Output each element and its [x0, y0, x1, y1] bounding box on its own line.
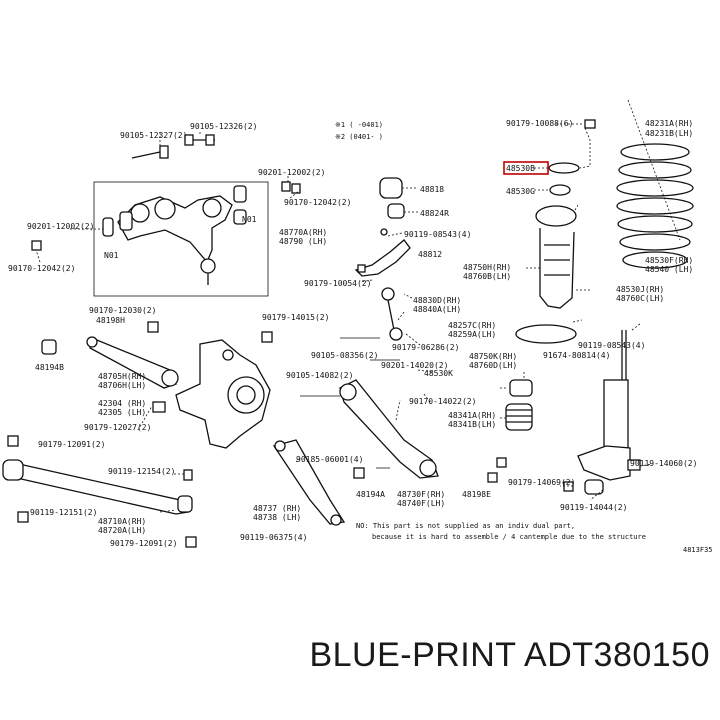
label-90170-14022: 90170-14022(2) [409, 397, 476, 406]
label-n01-a: N01 [242, 215, 257, 224]
label-48530b: 48530B [506, 164, 535, 173]
label-48341b: 48341B(LH) [448, 420, 496, 429]
label-48720a: 48720A(LH) [98, 526, 146, 535]
label-48341a: 48341A(RH) [448, 411, 496, 420]
label-91674-80814: 91674-80814(4) [543, 351, 610, 360]
label-42304: 42304 (RH) [98, 399, 146, 408]
label-48737: 48737 (RH) [253, 504, 301, 513]
label-48760b: 48760B(LH) [463, 272, 511, 281]
label-48830d: 48830D(RH) [413, 296, 461, 305]
label-90170-12030: 90170-12030(2) [89, 306, 156, 315]
label-90119-14044: 90119-14044(2) [560, 503, 627, 512]
label-90201-12002-a: 90201-12002(2) [258, 168, 325, 177]
lower-arms-drawing [2, 321, 507, 548]
highlight-box-48530b [503, 161, 549, 175]
upper-arm-bolts [31, 132, 301, 263]
label-90201-12002-b: 90201-12002(2) [27, 222, 94, 231]
note-line-2: because it is hard to assemble / 4 cante… [372, 533, 646, 541]
label-90170-12042-a: 90170-12042(2) [8, 264, 75, 273]
knuckle-drawing [175, 331, 273, 449]
label-48738: 48738 (LH) [253, 513, 301, 522]
label-90105-14082: 90105-14082(2) [286, 371, 353, 380]
note-line-1: NO: This part is not supplied as an indi… [356, 522, 575, 530]
strut-mount-drawing [515, 119, 596, 344]
label-48231b: 48231B(LH) [645, 129, 693, 138]
label-90105-08356: 90105-08356(2) [311, 351, 378, 360]
label-48730f: 48730F(RH) [397, 490, 445, 499]
label-90179-14015: 90179-14015(2) [262, 313, 329, 322]
label-90119-12154: 90119-12154(2) [108, 467, 175, 476]
upper-arm-group-box [93, 181, 269, 297]
shock-absorber-drawing [560, 323, 653, 501]
label-90119-14060: 90119-14060(2) [630, 459, 697, 468]
label-48231a: 48231A(RH) [645, 119, 693, 128]
label-90105-12327: 90105-12327(2) [120, 131, 187, 140]
label-90170-12042-b: 90170-12042(2) [284, 198, 351, 207]
stabilizer-drawing [354, 177, 418, 341]
label-90119-08543-b: 90119-08543(4) [578, 341, 645, 350]
label-90201-14020: 90201-14020(2) [381, 361, 448, 370]
label-48812: 48812 [418, 250, 442, 259]
label-48750k: 48750K(RH) [469, 352, 517, 361]
label-48530f: 48530F(RH) [645, 256, 693, 265]
label-90119-12151: 90119-12151(2) [30, 508, 97, 517]
coil-spring-drawing [616, 99, 694, 269]
label-48257c: 48257C(RH) [448, 321, 496, 330]
upper-arm-drawing [102, 185, 247, 285]
label-90179-10054: 90179-10054(2) [304, 279, 371, 288]
label-90179-10088: 90179-10088(6) [506, 119, 573, 128]
brand-part-number: BLUE-PRINT ADT380150 [309, 636, 710, 674]
label-48705h: 48705H(RH) [98, 372, 146, 381]
label-90179-12091-b: 90179-12091(2) [110, 539, 177, 548]
figure-number: 4813F35 [683, 546, 713, 554]
label-90179-06286: 90179-06286(2) [392, 343, 459, 352]
label-48194a: 48194A [356, 490, 385, 499]
label-48770a: 48770A(RH) [279, 228, 327, 237]
label-48740f: 48740F(LH) [397, 499, 445, 508]
label-90179-12027: 90179-12027(2) [84, 423, 151, 432]
label-90185-06001: 90185-06001(4) [296, 455, 363, 464]
label-48259a: 48259A(LH) [448, 330, 496, 339]
label-90179-14069: 90179-14069(2) [508, 478, 575, 487]
label-90179-12091-a: 90179-12091(2) [38, 440, 105, 449]
label-48194b: 48194B [35, 363, 64, 372]
label-48818: 48818 [420, 185, 444, 194]
label-42305: 42305 (LH) [98, 408, 146, 417]
legend-line-2: ※2 (0401- ) [335, 133, 383, 141]
label-90119-06375: 90119-06375(4) [240, 533, 307, 542]
label-48710a: 48710A(RH) [98, 517, 146, 526]
bump-stopper-drawing [498, 372, 533, 431]
label-48198h: 48198H [96, 316, 125, 325]
label-90119-08543-a: 90119-08543(4) [404, 230, 471, 239]
label-48530k: 48530K [424, 369, 453, 378]
label-48530g: 48530G [506, 187, 535, 196]
label-48530j: 48530J(RH) [616, 285, 664, 294]
label-48760c: 48760C(LH) [616, 294, 664, 303]
label-90105-12326: 90105-12326(2) [190, 122, 257, 131]
label-48706h: 48706H(LH) [98, 381, 146, 390]
label-48840a: 48840A(LH) [413, 305, 461, 314]
legend-line-1: ※1 ( -0401) [335, 121, 383, 129]
label-48198e: 48198E [462, 490, 491, 499]
label-n01-b: N01 [104, 251, 119, 260]
label-48750h: 48750H(RH) [463, 263, 511, 272]
label-48540: 48540 (LH) [645, 265, 693, 274]
label-48824r: 48824R [420, 209, 449, 218]
label-48760d: 48760D(LH) [469, 361, 517, 370]
label-48790: 48790 (LH) [279, 237, 327, 246]
